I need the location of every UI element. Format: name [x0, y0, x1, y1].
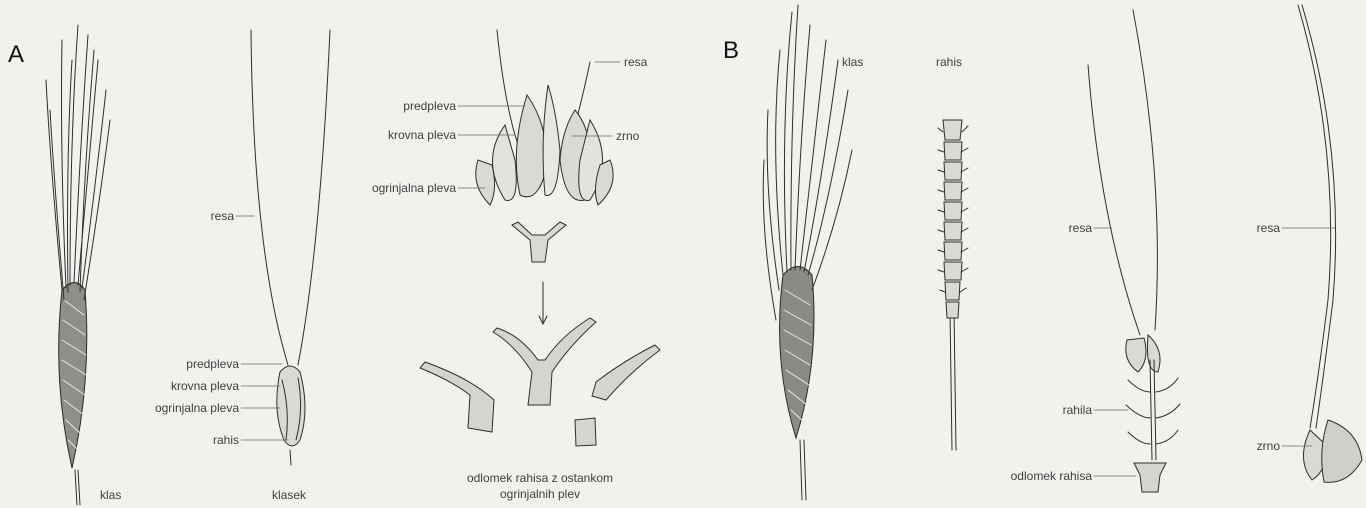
label-krovna-pleva-floret: krovna pleva: [330, 128, 456, 142]
wheat-spike-drawing: [763, 5, 852, 500]
label-ogrinjalna-pleva: ogrinjalna pleva: [100, 401, 239, 415]
label-ogrinjalna-pleva-floret: ogrinjalna pleva: [320, 181, 456, 195]
label-predpleva-floret: predpleva: [340, 99, 456, 113]
barley-spike-drawing: [46, 25, 110, 505]
label-rahila: rahila: [1030, 403, 1092, 417]
label-resa-spikelet: resa: [170, 209, 234, 223]
label-zrno-b: zrno: [1220, 439, 1280, 453]
label-rahis-a: rahis: [170, 433, 239, 447]
label-klasek: klasek: [272, 488, 306, 502]
awned-grain-drawing: [1298, 5, 1362, 482]
floret-exploded-drawing: [476, 30, 613, 324]
label-klas-b: klas: [842, 55, 863, 69]
label-resa-b-right: resa: [1220, 221, 1280, 235]
label-predpleva: predpleva: [110, 357, 239, 371]
caption-line-2: ogrinjalnih plev: [430, 487, 650, 501]
panel-b-letter: B: [723, 38, 739, 64]
label-zrno-a: zrno: [616, 129, 639, 143]
rachis-with-awns-drawing: [1088, 10, 1180, 492]
label-klas-a: klas: [100, 488, 121, 502]
rachis-fragments-drawing: [420, 318, 660, 446]
panel-a-letter: A: [8, 42, 24, 68]
label-krovna-pleva: krovna pleva: [110, 379, 239, 393]
spikelet-drawing: [251, 30, 330, 465]
label-odlomek-rahisa: odlomek rahisa: [970, 469, 1092, 483]
label-resa-floret: resa: [624, 55, 647, 69]
rachis-drawing: [938, 120, 968, 450]
label-rahis-b: rahis: [936, 55, 962, 69]
label-resa-b-left: resa: [1030, 221, 1092, 235]
caption-line-1: odlomek rahisa z ostankom: [430, 471, 650, 485]
